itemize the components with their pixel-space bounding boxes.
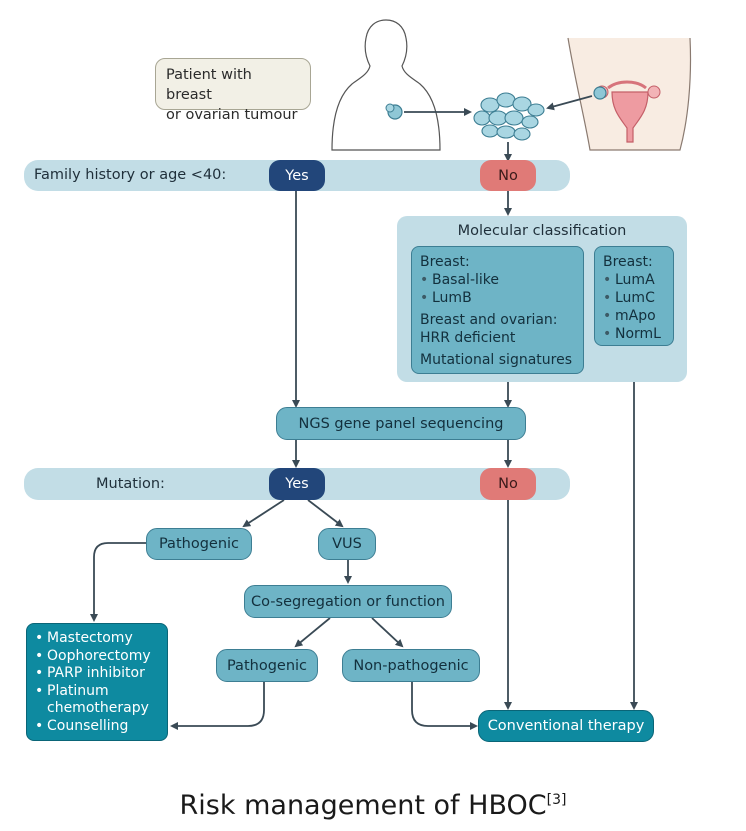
arrow-coseg-to-nonpathogenic: [371, 617, 404, 648]
risk-reducing-treatment-box: Mastectomy Oophorectomy PARP inhibitor P…: [26, 623, 168, 741]
arrow-pathogenic2-to-treatment: [170, 682, 265, 730]
ovarian-tumour-icon: [593, 86, 607, 100]
molecular-classification-title: Molecular classification: [457, 223, 627, 239]
subtype-lumb: LumB: [420, 289, 575, 307]
uterus-illustration: [567, 37, 692, 151]
arrow-yes-to-pathogenic: [242, 499, 285, 528]
treatment-parp-inhibitor: PARP inhibitor: [35, 665, 159, 683]
ngs-sequencing-node: NGS gene panel sequencing: [276, 407, 526, 440]
mutation-label: Mutation:: [96, 476, 165, 492]
treatment-list: Mastectomy Oophorectomy PARP inhibitor P…: [35, 630, 159, 735]
breast-ovarian-heading: Breast and ovarian:: [420, 312, 558, 328]
pathogenic-after-coseg-node: Pathogenic: [216, 649, 318, 682]
arrow-coseg-to-pathogenic: [294, 617, 331, 648]
molecular-left-box: Breast: Basal-like LumB Breast and ovari…: [411, 246, 584, 374]
patient-line-2: or ovarian tumour: [166, 107, 298, 123]
treatment-oophorectomy: Oophorectomy: [35, 648, 159, 666]
figure-caption: Risk management of HBOC[3]: [0, 790, 746, 821]
subtype-mapo: mApo: [603, 307, 665, 325]
hrr-deficient: HRR deficient: [420, 330, 516, 346]
arrow-pathogenic-to-treatment: [90, 542, 146, 622]
arrow-yes-to-vus: [307, 499, 344, 528]
subtype-basal-like: Basal-like: [420, 271, 575, 289]
subtype-lumc: LumC: [603, 289, 665, 307]
caption-reference: [3]: [546, 792, 567, 808]
breast-subtype-list-left: Basal-like LumB: [420, 271, 575, 307]
family-history-yes: Yes: [269, 160, 325, 191]
patient-line-1: Patient with breast: [166, 67, 252, 103]
treatment-mastectomy: Mastectomy: [35, 630, 159, 648]
breast-tumour-icon: [385, 103, 403, 120]
cosegregation-node: Co-segregation or function: [244, 585, 452, 618]
human-torso-illustration: [331, 19, 441, 151]
breast-subtype-list-right: LumA LumC mApo NormL: [603, 271, 665, 343]
treatment-counselling: Counselling: [35, 718, 159, 736]
cell-cluster-icon: [473, 92, 545, 141]
subtype-luma: LumA: [603, 271, 665, 289]
treatment-platinum-chemotherapy: Platinum chemotherapy: [35, 683, 159, 718]
breast-heading-right: Breast:: [603, 254, 653, 270]
mutation-no: No: [480, 468, 536, 500]
family-history-label: Family history or age <40:: [34, 167, 227, 183]
breast-heading-left: Breast:: [420, 254, 470, 270]
subtype-norml: NormL: [603, 325, 665, 343]
family-history-no: No: [480, 160, 536, 191]
pathogenic-node: Pathogenic: [146, 528, 252, 560]
molecular-right-box: Breast: LumA LumC mApo NormL: [594, 246, 674, 346]
mutational-signatures: Mutational signatures: [420, 352, 572, 368]
non-pathogenic-node: Non-pathogenic: [342, 649, 480, 682]
arrow-ovary-to-cells: [546, 95, 593, 111]
arrow-nonpathogenic-to-conventional: [411, 682, 478, 730]
vus-node: VUS: [318, 528, 376, 560]
conventional-therapy-node: Conventional therapy: [478, 710, 654, 742]
patient-box: Patient with breast or ovarian tumour: [155, 58, 311, 123]
mutation-yes: Yes: [269, 468, 325, 500]
caption-text: Risk management of HBOC: [179, 790, 547, 821]
